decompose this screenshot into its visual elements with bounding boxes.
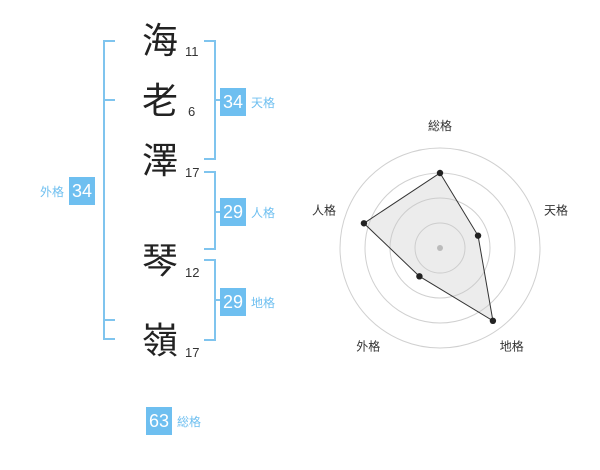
radar-point-2 [474, 232, 482, 239]
name-char-1: 海 [142, 21, 179, 62]
gaikaku-bracket-vertical [103, 40, 105, 340]
gaikaku-bracket-bottom [103, 338, 115, 340]
chikaku-bracket-bottom [204, 339, 216, 341]
tenkaku-bracket-tick [214, 99, 222, 101]
tenkaku-bracket-bottom [204, 158, 216, 160]
stroke-count-2: 6 [188, 104, 196, 119]
jinkaku-bracket-tick [214, 211, 222, 213]
radar-center-point [437, 245, 443, 251]
gaikaku-bracket-top [103, 40, 115, 42]
radar-axis-label-1: 総格 [428, 118, 452, 133]
radar-series-area [363, 172, 494, 322]
radar-point-5 [360, 220, 368, 227]
jinkaku-bracket-top [204, 171, 216, 173]
chikaku-label: 地格 [251, 295, 276, 310]
gaikaku-bracket-mid [103, 99, 115, 101]
jinkaku-bracket-vertical [214, 171, 216, 250]
name-char-3: 澤 [142, 141, 179, 182]
chikaku-badge: 29 地格 [220, 288, 275, 316]
jinkaku-bracket-bottom [204, 248, 216, 250]
gaikaku-badge: 外格 34 [40, 177, 96, 205]
radar-axis-label-4: 外格 [356, 339, 380, 354]
chikaku-bracket-top [204, 259, 216, 261]
name-char-5: 嶺 [142, 321, 179, 362]
soukaku-value: 63 [146, 407, 173, 435]
tenkaku-bracket-top [204, 40, 216, 42]
jinkaku-value: 29 [220, 198, 247, 226]
jinkaku-label: 人格 [251, 205, 276, 220]
radar-axis-label-2: 天格 [544, 202, 568, 217]
tenkaku-badge: 34 天格 [220, 88, 275, 116]
radar-point-1 [436, 169, 444, 177]
radar-ring-1 [414, 222, 466, 274]
name-char-2: 老 [142, 81, 179, 122]
gaikaku-value: 34 [69, 177, 96, 205]
tenkaku-value: 34 [220, 88, 247, 116]
radar-point-4 [416, 273, 423, 280]
stroke-count-5: 17 [185, 345, 200, 360]
tenkaku-label: 天格 [251, 95, 276, 110]
radar-axis-label-3: 地格 [500, 339, 524, 354]
chikaku-bracket-tick [214, 299, 222, 301]
radar-ring-4 [339, 147, 541, 349]
stroke-count-1: 11 [185, 44, 199, 59]
gaikaku-bracket-mid2 [103, 319, 115, 321]
gaikaku-label: 外格 [40, 184, 65, 199]
stroke-count-4: 12 [185, 265, 200, 280]
jinkaku-badge: 29 人格 [220, 198, 275, 226]
soukaku-label: 総格 [177, 414, 202, 429]
radar-point-3 [489, 317, 497, 325]
name-char-4: 琴 [142, 241, 179, 282]
stroke-count-3: 17 [185, 165, 200, 180]
soukaku-badge: 63 総格 [146, 407, 201, 435]
chikaku-value: 29 [220, 288, 247, 316]
radar-axis-label-5: 人格 [312, 202, 336, 217]
